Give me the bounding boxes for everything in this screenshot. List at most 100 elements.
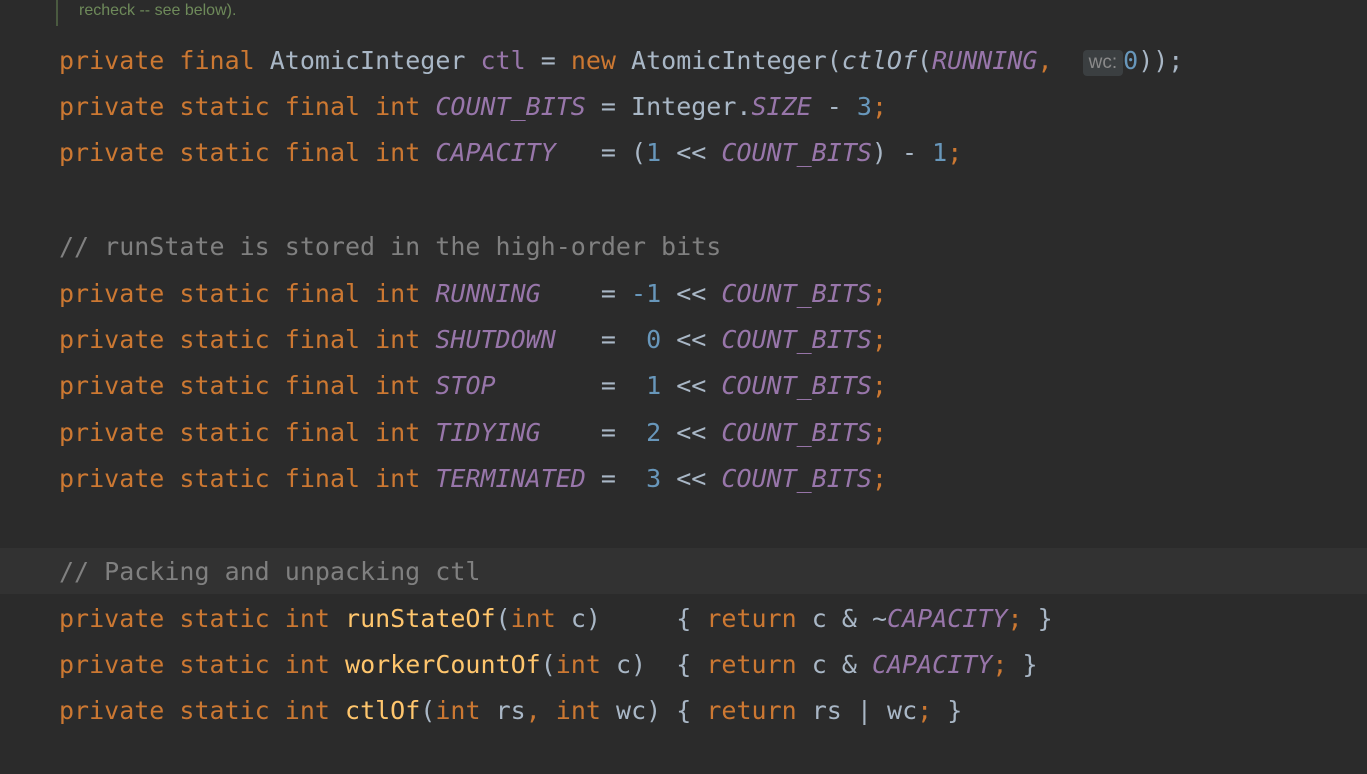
keyword: private bbox=[59, 604, 165, 633]
keyword: int bbox=[375, 464, 421, 493]
variable-ref: wc bbox=[887, 696, 918, 725]
code-line-state-running[interactable]: private static final int RUNNING = -1 <<… bbox=[59, 279, 887, 309]
keyword: private bbox=[59, 650, 165, 679]
constant-ref: COUNT_BITS bbox=[721, 418, 872, 447]
constant-ref: SIZE bbox=[751, 92, 812, 121]
semicolon: ; bbox=[1007, 604, 1023, 633]
keyword: int bbox=[555, 696, 601, 725]
number-literal: 1 bbox=[932, 138, 948, 167]
keyword: final bbox=[284, 138, 361, 167]
code-line-state-stop[interactable]: private static final int STOP = 1 << COU… bbox=[59, 371, 887, 401]
operator: = bbox=[600, 371, 616, 400]
code-line-ctl[interactable]: private final AtomicInteger ctl = new At… bbox=[59, 46, 1183, 76]
keyword: static bbox=[179, 464, 270, 493]
brace: { bbox=[676, 604, 692, 633]
keyword: static bbox=[179, 696, 270, 725]
brace-close: } bbox=[947, 696, 963, 725]
method-name: ctlOf bbox=[345, 696, 421, 725]
paren-close: ) bbox=[646, 696, 662, 725]
constant-ref: COUNT_BITS bbox=[721, 138, 872, 167]
constant-name: COUNT_BITS bbox=[435, 92, 586, 121]
keyword: static bbox=[179, 92, 270, 121]
constant-ref: COUNT_BITS bbox=[721, 325, 872, 354]
keyword: private bbox=[59, 418, 165, 447]
semicolon: ; bbox=[992, 650, 1008, 679]
keyword: static bbox=[179, 418, 270, 447]
keyword: private bbox=[59, 138, 165, 167]
operator: = bbox=[600, 138, 616, 167]
parameter-hint: wc: bbox=[1082, 50, 1124, 76]
keyword: int bbox=[375, 279, 421, 308]
paren-close: )); bbox=[1138, 46, 1184, 75]
operator: ~ bbox=[871, 604, 888, 633]
code-comment-runstate[interactable]: // runState is stored in the high-order … bbox=[59, 232, 722, 261]
keyword: final bbox=[179, 46, 255, 75]
semicolon: ; bbox=[947, 138, 963, 167]
keyword: return bbox=[706, 650, 797, 679]
constant-ref: CAPACITY bbox=[887, 604, 1008, 633]
operator: = bbox=[600, 279, 616, 308]
number-literal: -1 bbox=[631, 279, 662, 308]
keyword: int bbox=[284, 696, 330, 725]
constructor-call: AtomicInteger( bbox=[631, 46, 842, 75]
operator: & bbox=[841, 604, 857, 633]
code-line-workercountof[interactable]: private static int workerCountOf(int c) … bbox=[59, 650, 1038, 680]
operator: & bbox=[841, 650, 857, 679]
type-name: AtomicInteger bbox=[269, 46, 466, 75]
method-name: runStateOf bbox=[345, 604, 496, 633]
keyword: final bbox=[284, 371, 361, 400]
code-line-ctlof[interactable]: private static int ctlOf(int rs, int wc)… bbox=[59, 696, 962, 726]
operator: << bbox=[676, 279, 707, 308]
constant-ref: CAPACITY bbox=[871, 650, 993, 679]
param-name: c bbox=[615, 650, 632, 679]
keyword: new bbox=[570, 46, 616, 75]
semicolon: ; bbox=[871, 371, 887, 400]
code-line-capacity[interactable]: private static final int CAPACITY = (1 <… bbox=[59, 138, 962, 168]
semicolon: ; bbox=[871, 92, 887, 121]
code-line-state-terminated[interactable]: private static final int TERMINATED = 3 … bbox=[59, 464, 887, 494]
method-name: workerCountOf bbox=[345, 650, 541, 679]
operator: << bbox=[676, 371, 707, 400]
operator: = bbox=[600, 464, 616, 493]
constant-ref: COUNT_BITS bbox=[721, 371, 872, 400]
constant-name: TERMINATED bbox=[435, 464, 586, 493]
paren: ( bbox=[495, 604, 511, 633]
code-comment-packing[interactable]: // Packing and unpacking ctl bbox=[59, 557, 481, 586]
operator: - bbox=[826, 92, 842, 121]
keyword: final bbox=[284, 92, 361, 121]
number-literal: 1 bbox=[646, 371, 662, 400]
semicolon: ; bbox=[917, 696, 933, 725]
number-literal: 1 bbox=[646, 138, 662, 167]
keyword: final bbox=[284, 464, 361, 493]
keyword: return bbox=[706, 604, 797, 633]
keyword: private bbox=[59, 92, 165, 121]
operator: = bbox=[600, 418, 616, 447]
code-line-runstateof[interactable]: private static int runStateOf(int c) { r… bbox=[59, 604, 1053, 634]
semicolon: ; bbox=[871, 464, 887, 493]
constant-name: SHUTDOWN bbox=[435, 325, 556, 354]
operator: = bbox=[540, 46, 556, 75]
code-line-count-bits[interactable]: private static final int COUNT_BITS = In… bbox=[59, 92, 887, 122]
operator: << bbox=[676, 325, 707, 354]
doc-comment-text: recheck -- see below). bbox=[79, 2, 237, 19]
keyword: private bbox=[59, 696, 165, 725]
keyword: return bbox=[706, 696, 797, 725]
param-name: c bbox=[570, 604, 586, 633]
code-line-state-tidying[interactable]: private static final int TIDYING = 2 << … bbox=[59, 418, 887, 448]
keyword: int bbox=[435, 696, 481, 725]
semicolon: ; bbox=[871, 325, 887, 354]
semicolon: ; bbox=[871, 279, 887, 308]
paren-close: ) bbox=[871, 138, 887, 167]
keyword: int bbox=[375, 138, 421, 167]
paren-close: ) bbox=[585, 604, 601, 633]
operator: = bbox=[600, 325, 616, 354]
keyword: int bbox=[375, 325, 421, 354]
constant-ref: COUNT_BITS bbox=[721, 464, 872, 493]
keyword: final bbox=[284, 325, 361, 354]
method-call: ctlOf bbox=[841, 46, 918, 75]
number-literal: 3 bbox=[856, 92, 872, 121]
code-line-state-shutdown[interactable]: private static final int SHUTDOWN = 0 <<… bbox=[59, 325, 887, 355]
constant-ref: RUNNING bbox=[932, 46, 1038, 75]
keyword: int bbox=[375, 92, 421, 121]
